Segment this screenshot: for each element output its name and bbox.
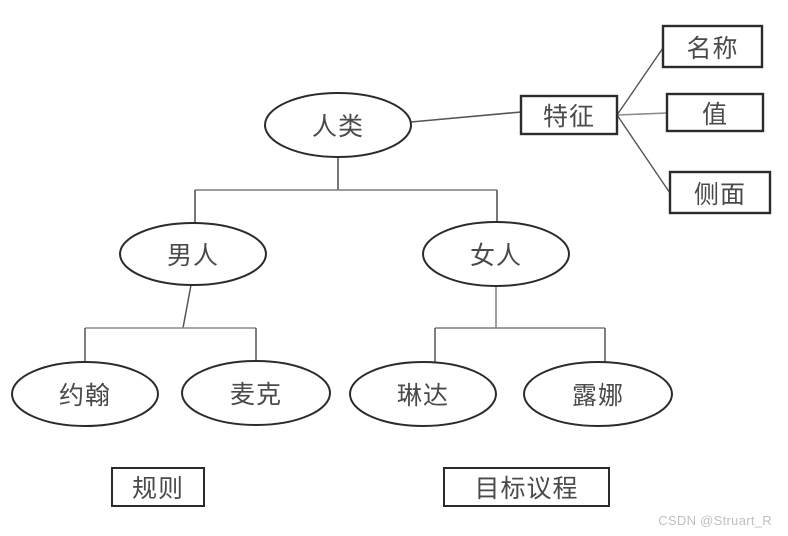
label-rule: 规则	[131, 476, 184, 503]
label-mike: 麦克	[229, 382, 282, 409]
label-facet: 侧面	[693, 181, 746, 209]
node-ellipse-man[interactable]	[119, 222, 267, 286]
edge-man-children	[84, 284, 257, 364]
node-ellipse-mike[interactable]	[181, 360, 331, 426]
edge-human-feature	[410, 111, 522, 123]
label-human: 人类	[311, 114, 364, 141]
watermark-text: CSDN @Struart_R	[658, 513, 772, 528]
label-feature: 特征	[542, 104, 595, 131]
label-linda: 琳达	[396, 383, 449, 410]
edge-feature-name	[616, 47, 664, 116]
label-woman: 女人	[469, 243, 522, 270]
label-value: 值	[701, 101, 728, 129]
edge-woman-children	[434, 286, 606, 364]
label-luna: 露娜	[571, 383, 624, 410]
node-ellipse-human[interactable]	[264, 92, 412, 158]
node-box-value[interactable]	[665, 92, 765, 133]
node-box-rule[interactable]	[111, 467, 205, 507]
label-man: 男人	[166, 243, 219, 270]
node-ellipse-john[interactable]	[11, 361, 159, 427]
node-ellipse-linda[interactable]	[349, 361, 497, 427]
node-box-feature[interactable]	[519, 94, 619, 136]
label-john: 约翰	[58, 383, 111, 410]
edge-feature-facet	[616, 114, 673, 197]
edge-feature-value	[616, 112, 668, 116]
label-name: 名称	[686, 35, 739, 63]
node-box-facet[interactable]	[668, 170, 772, 215]
edge-human-children	[194, 157, 498, 226]
label-agenda: 目标议程	[474, 476, 579, 503]
node-box-agenda[interactable]	[443, 467, 610, 507]
node-box-name[interactable]	[661, 24, 764, 69]
node-ellipse-woman[interactable]	[422, 221, 570, 287]
node-ellipse-luna[interactable]	[523, 361, 673, 427]
